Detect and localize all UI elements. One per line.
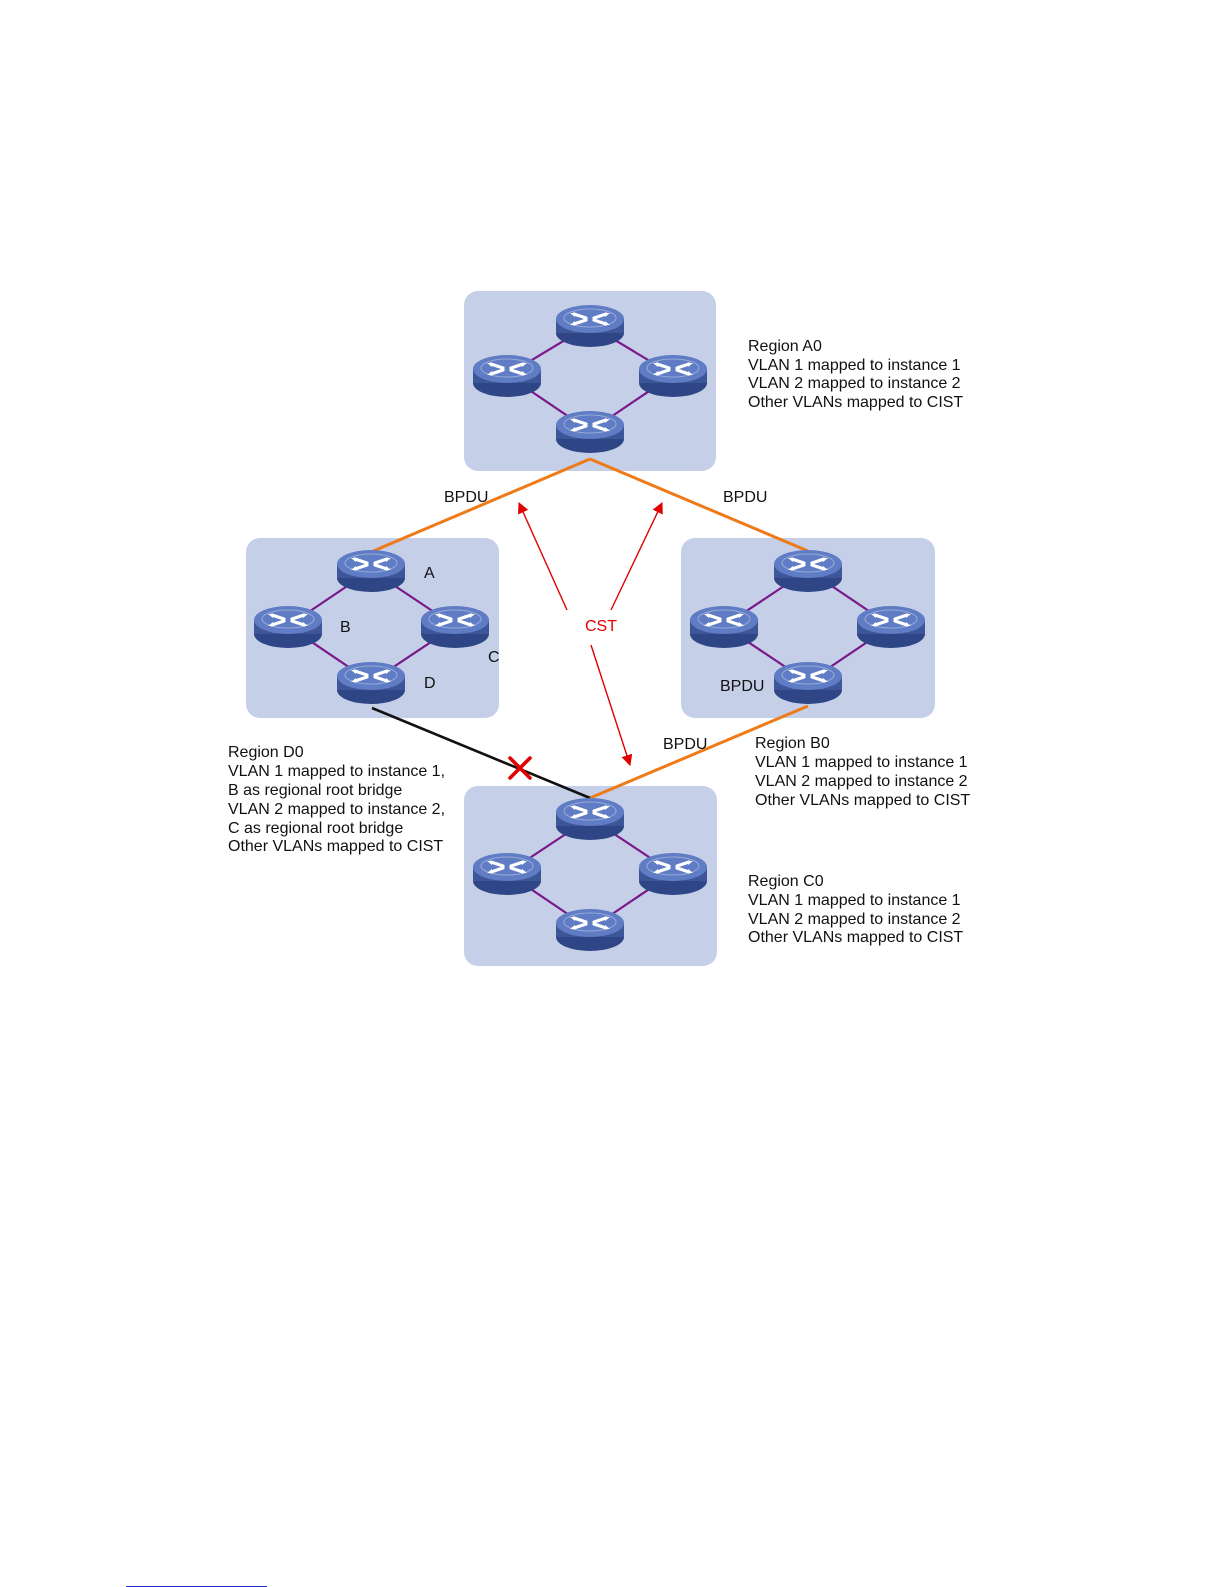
switch-icon	[688, 604, 760, 650]
switch-icon	[471, 353, 543, 399]
region-line: B as regional root bridge	[228, 782, 402, 799]
switch-icon	[637, 851, 709, 897]
region-line: VLAN 1 mapped to instance 1	[748, 357, 961, 374]
cst-arrow-a0-right	[610, 501, 663, 611]
region-d0-caption: Region D0 VLAN 1 mapped to instance 1, B…	[228, 744, 445, 855]
cst-arrow-a0-left	[518, 501, 568, 611]
switch-label-c: C	[488, 649, 500, 666]
switch-icon	[335, 660, 407, 706]
switch-icon	[252, 604, 324, 650]
region-c0-box	[464, 786, 717, 966]
bpdu-link-a0-d0	[370, 457, 591, 554]
switch-icon	[772, 548, 844, 594]
switch-icon	[554, 303, 626, 349]
region-a0-box	[464, 291, 716, 471]
switch-icon	[772, 660, 844, 706]
region-b0-caption: Region B0 VLAN 1 mapped to instance 1 VL…	[755, 735, 970, 809]
switch-label-d: D	[424, 675, 436, 692]
blocked-link-d0-c0	[371, 706, 591, 800]
switch-label-a: A	[424, 565, 435, 582]
region-title: Region A0	[748, 338, 822, 355]
region-title: Region B0	[755, 735, 830, 752]
region-line: VLAN 2 mapped to instance 2	[748, 911, 961, 928]
region-title: Region C0	[748, 873, 824, 890]
switch-icon	[855, 604, 927, 650]
region-line: Other VLANs mapped to CIST	[755, 792, 970, 809]
region-line: Other VLANs mapped to CIST	[748, 929, 963, 946]
region-a0-caption: Region A0 VLAN 1 mapped to instance 1 VL…	[748, 338, 963, 411]
switch-icon	[554, 796, 626, 842]
switch-icon	[554, 907, 626, 953]
switch-label-b: B	[340, 619, 351, 636]
region-line: C as regional root bridge	[228, 820, 403, 837]
region-b0-box	[681, 538, 935, 718]
bpdu-label-b0-c0: BPDU	[663, 736, 707, 753]
region-line: VLAN 1 mapped to instance 1	[748, 892, 961, 909]
region-line: VLAN 2 mapped to instance 2,	[228, 801, 445, 818]
bpdu-label-left: BPDU	[444, 489, 488, 506]
region-d0-box	[246, 538, 499, 718]
cst-arrow-c0	[590, 644, 633, 767]
region-line: Other VLANs mapped to CIST	[228, 838, 443, 855]
region-line: VLAN 1 mapped to instance 1	[755, 754, 968, 771]
region-line: VLAN 1 mapped to instance 1,	[228, 763, 445, 780]
region-title: Region D0	[228, 744, 304, 761]
switch-icon	[419, 604, 491, 650]
bpdu-link-a0-b0	[589, 457, 809, 553]
switch-icon	[637, 353, 709, 399]
bpdu-link-b0-c0	[589, 704, 809, 800]
bpdu-label-right: BPDU	[723, 489, 767, 506]
switch-icon	[554, 409, 626, 455]
blocked-x-icon	[508, 756, 532, 780]
cst-label: CST	[585, 618, 617, 635]
bpdu-label-b0-switch: BPDU	[720, 678, 764, 695]
region-line: Other VLANs mapped to CIST	[748, 394, 963, 411]
region-c0-caption: Region C0 VLAN 1 mapped to instance 1 VL…	[748, 873, 963, 946]
region-line: VLAN 2 mapped to instance 2	[755, 773, 968, 790]
cst-arrows	[518, 501, 663, 767]
switch-icon	[471, 851, 543, 897]
region-line: VLAN 2 mapped to instance 2	[748, 375, 961, 392]
switch-icon	[335, 548, 407, 594]
